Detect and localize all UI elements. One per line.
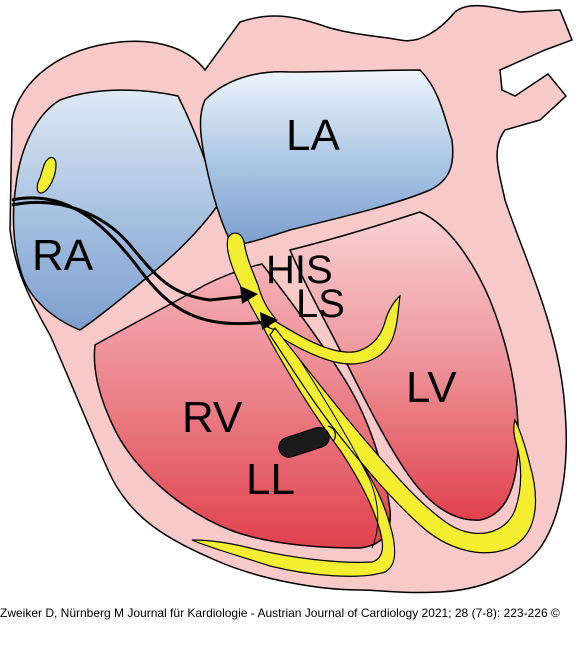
left-posterior-fascicle (269, 326, 537, 554)
right-bundle-inner-line (299, 359, 379, 549)
right-bundle-branch (191, 323, 396, 577)
pacing-arrowhead-lower (260, 312, 278, 330)
pacing-arrowhead-upper (240, 286, 258, 304)
ls-label: LS (296, 282, 345, 326)
right-atrium-chamber (12, 89, 219, 331)
pacing-arrow-lower (11, 196, 266, 326)
left-ventricle-label: LV (406, 363, 457, 412)
ll-label: LL (246, 455, 295, 504)
left-anterior-fascicle (267, 294, 401, 365)
left-atrium-chamber (199, 69, 454, 246)
pacing-lead (278, 425, 336, 458)
citation-caption: Zweiker D, Nürnberg M Journal für Kardio… (0, 606, 560, 620)
left-atrium-label: LA (286, 111, 340, 160)
sinus-node (36, 156, 57, 194)
left-ventricle-chamber (288, 211, 519, 521)
his-label: HIS (266, 248, 333, 292)
pacing-arrow-upper (11, 200, 249, 302)
right-atrium-label: RA (32, 231, 94, 280)
right-ventricle-chamber (93, 263, 392, 549)
his-bundle (226, 232, 276, 332)
right-ventricle-label: RV (182, 393, 243, 442)
